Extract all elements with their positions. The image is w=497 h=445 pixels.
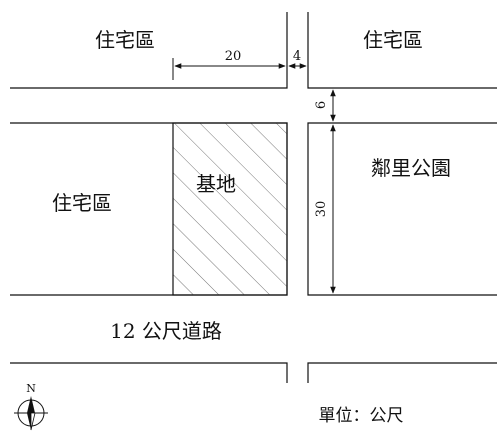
setback-top-label: 6 (314, 101, 329, 109)
dimension-site-width: 20 (172, 49, 286, 80)
dimension-site-depth: 30 (314, 124, 336, 294)
block-top-right-edge (307, 12, 497, 89)
north-label: N (26, 382, 36, 395)
block-top-left-edge (10, 12, 288, 89)
label-residential-top-left: 住宅區 (95, 28, 155, 52)
block-bottom-right-edge (307, 362, 497, 383)
site-width-label: 20 (225, 49, 242, 64)
label-site: 基地 (196, 172, 236, 196)
label-park: 鄰里公園 (371, 156, 451, 180)
setback-right-label: 4 (293, 49, 301, 64)
label-road: 12 公尺道路 (110, 319, 222, 343)
site-depth-label: 30 (314, 201, 329, 218)
label-unit: 單位：公尺 (319, 406, 404, 426)
label-residential-left: 住宅區 (52, 191, 112, 215)
site-area (172, 122, 288, 296)
dimension-setback-right: 4 (288, 49, 307, 69)
north-arrow-icon: N (14, 382, 48, 431)
label-residential-top-right: 住宅區 (363, 28, 423, 52)
dimension-setback-top: 6 (314, 89, 336, 122)
block-bottom-left-edge (10, 362, 288, 383)
block-middle-right-edge (307, 122, 497, 296)
